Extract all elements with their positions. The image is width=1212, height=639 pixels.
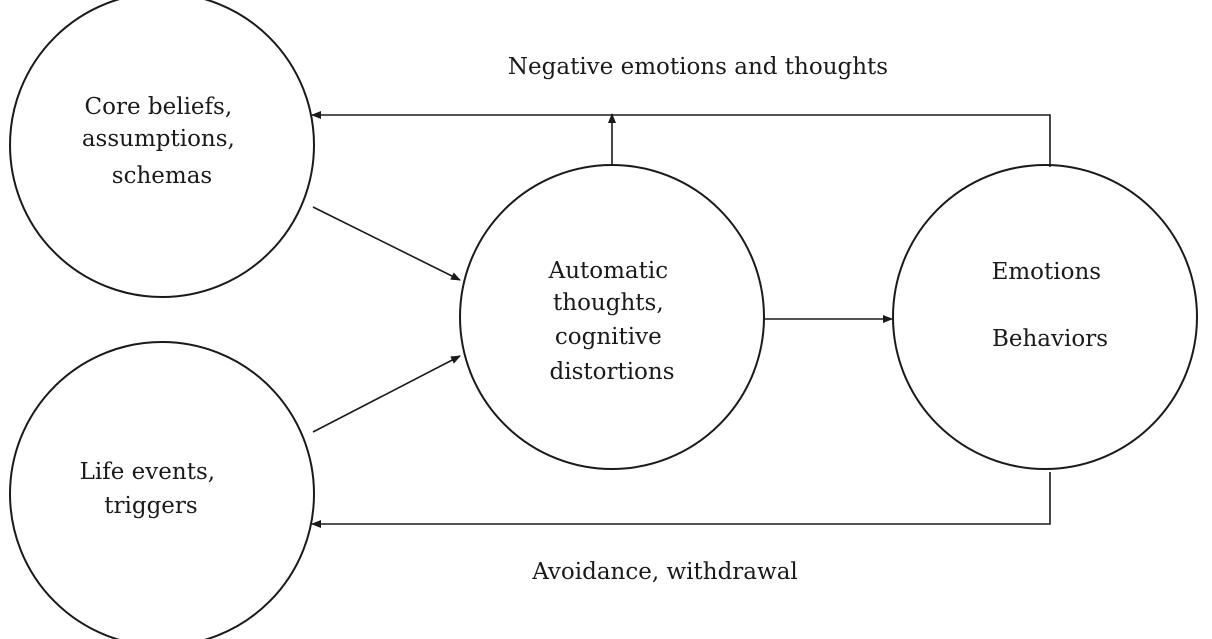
bottom-feedback-arrow — [311, 472, 1051, 528]
automatic-thoughts-circle — [459, 164, 765, 470]
automatic-thoughts-line: Automatic — [548, 258, 669, 284]
emotions-behaviors-circle — [892, 164, 1198, 470]
top-feedback-arrow — [311, 111, 1051, 167]
automatic-thoughts-line: thoughts, — [553, 290, 664, 316]
behaviors-line: Behaviors — [992, 326, 1108, 352]
top-edge-label: Negative emotions and thoughts — [508, 54, 888, 80]
automatic-thoughts-line: cognitive — [555, 324, 662, 350]
automatic-thoughts-line: distortions — [549, 359, 674, 385]
core-to-automatic-arrow — [312, 206, 461, 281]
life-events-label: Life events, triggers — [80, 459, 223, 519]
life-to-automatic-arrow — [312, 355, 461, 433]
core-beliefs-line: schemas — [112, 163, 212, 189]
core-beliefs-line: Core beliefs, — [85, 94, 233, 120]
life-events-circle — [9, 341, 315, 639]
core-beliefs-label: Core beliefs, assumptions, schemas — [82, 94, 242, 189]
emotions-line: Emotions — [992, 259, 1102, 285]
core-beliefs-circle — [9, 0, 315, 298]
life-events-line: triggers — [104, 493, 197, 519]
core-beliefs-line: assumptions, — [82, 126, 235, 152]
bottom-edge-label: Avoidance, withdrawal — [531, 559, 798, 585]
emotions-behaviors-label: Emotions Behaviors — [992, 259, 1109, 352]
life-events-line: Life events, — [80, 459, 215, 485]
automatic-thoughts-label: Automatic thoughts, cognitive distortion… — [548, 258, 676, 385]
